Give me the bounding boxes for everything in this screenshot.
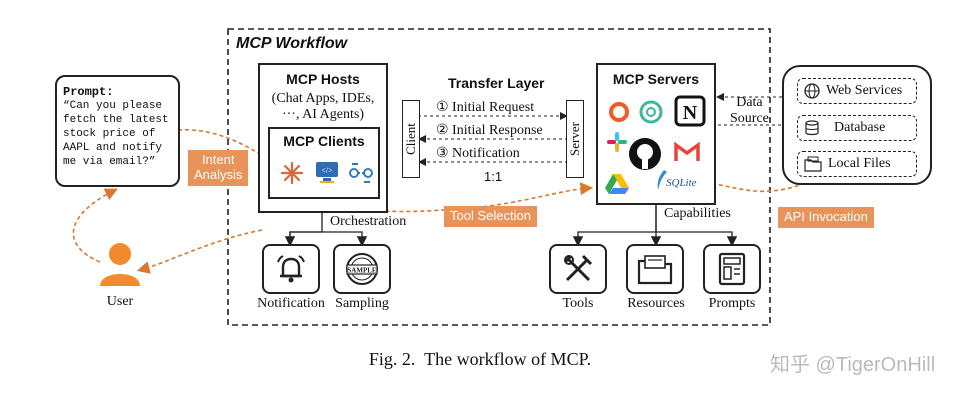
ide-icon: </>: [316, 162, 338, 183]
prompt-line: me via email?”: [63, 156, 156, 168]
svg-text:SAMPLE: SAMPLE: [347, 267, 377, 275]
mcp-clients-box: MCP Clients </>: [268, 127, 380, 199]
sqlite-icon: [657, 170, 667, 190]
prompts-box: [703, 244, 761, 294]
slack-icon: [607, 132, 627, 152]
claude-icon: [280, 161, 304, 185]
user-label: User: [106, 294, 134, 309]
database-item: Database: [797, 115, 917, 141]
user-icon: [100, 243, 140, 286]
folder-resources-icon: [637, 255, 673, 285]
prompt-line: fetch the latest: [63, 114, 169, 126]
step-initial-response: ② Initial Response: [436, 123, 543, 138]
resources-box: [626, 244, 684, 294]
intent-analysis-tag: Intent Analysis: [188, 150, 249, 186]
flow-user-to-prompt: [72, 188, 118, 263]
google-drive-icon: [605, 174, 629, 194]
prompt-heading: Prompt:: [63, 85, 114, 99]
workflow-frame: [227, 28, 771, 326]
tools-box: [549, 244, 607, 294]
mcp-hosts-subtitle: ···, AI Agents): [281, 107, 365, 122]
prompt-box: Prompt: “Can you please fetch the latest…: [55, 75, 180, 187]
web-services-item: Web Services: [797, 78, 917, 104]
mcp-hosts-subtitle: (Chat Apps, IDEs,: [271, 91, 375, 106]
notion-icon: N: [674, 95, 706, 127]
gmail-icon: [674, 141, 700, 161]
sample-stamp-icon: SAMPLE: [346, 253, 378, 285]
grafana-icon: [609, 102, 629, 122]
sqlite-label: SQLite: [666, 177, 697, 189]
prompt-line: “Can you please: [63, 100, 163, 112]
figure-caption: Fig. 2. The workflow of MCP.: [368, 349, 592, 369]
openai-icon: [639, 100, 663, 124]
orchestration-label: Orchestration: [330, 214, 407, 229]
agent-icon: [349, 163, 373, 183]
sampling-label: Sampling: [335, 296, 389, 311]
mcp-servers-box: MCP Servers N SQLite: [596, 63, 716, 205]
server-bar: Server: [566, 100, 584, 178]
folder-icon: [804, 156, 822, 172]
transfer-layer-title: Transfer Layer: [448, 75, 545, 91]
tools-icon: [563, 254, 593, 282]
flow-back-to-user: [136, 229, 263, 274]
bell-icon: [277, 255, 305, 283]
svg-text:N: N: [683, 102, 698, 124]
svg-text:</>: </>: [321, 166, 333, 175]
prompts-label: Prompts: [708, 296, 756, 311]
notification-label: Notification: [257, 296, 325, 311]
github-icon: [629, 138, 661, 170]
sampling-box: SAMPLE: [333, 244, 391, 294]
resources-label: Resources: [627, 296, 685, 311]
flow-intent: [177, 128, 275, 164]
capabilities-lines: [572, 205, 657, 247]
client-bar: Client: [402, 100, 420, 178]
step-notification: ③ Notification: [436, 146, 520, 161]
prompt-line: AAPL and notify: [63, 142, 163, 154]
api-invocation-tag: API Invocation: [778, 207, 874, 228]
data-sources-panel: [782, 65, 932, 185]
ratio-label: 1:1: [484, 169, 503, 184]
watermark: 知乎 @TigerOnHill: [770, 354, 936, 376]
workflow-title: MCP Workflow: [236, 35, 348, 52]
database-icon: [805, 120, 819, 136]
capabilities-label: Capabilities: [664, 206, 731, 221]
tools-label: Tools: [562, 296, 594, 311]
globe-icon: [804, 83, 820, 99]
tool-selection-tag: Tool Selection: [444, 206, 537, 227]
mcp-clients-title: MCP Clients: [283, 133, 365, 149]
data-source-label: Data Source: [730, 95, 769, 126]
mcp-hosts-title: MCP Hosts: [286, 71, 360, 87]
notification-box: [262, 244, 320, 294]
mcp-servers-title: MCP Servers: [612, 71, 700, 87]
prompt-line: stock price of: [63, 128, 156, 140]
local-files-item: Local Files: [797, 151, 917, 177]
step-initial-request: ① Initial Request: [436, 100, 535, 115]
prompts-doc-icon: [718, 252, 746, 286]
